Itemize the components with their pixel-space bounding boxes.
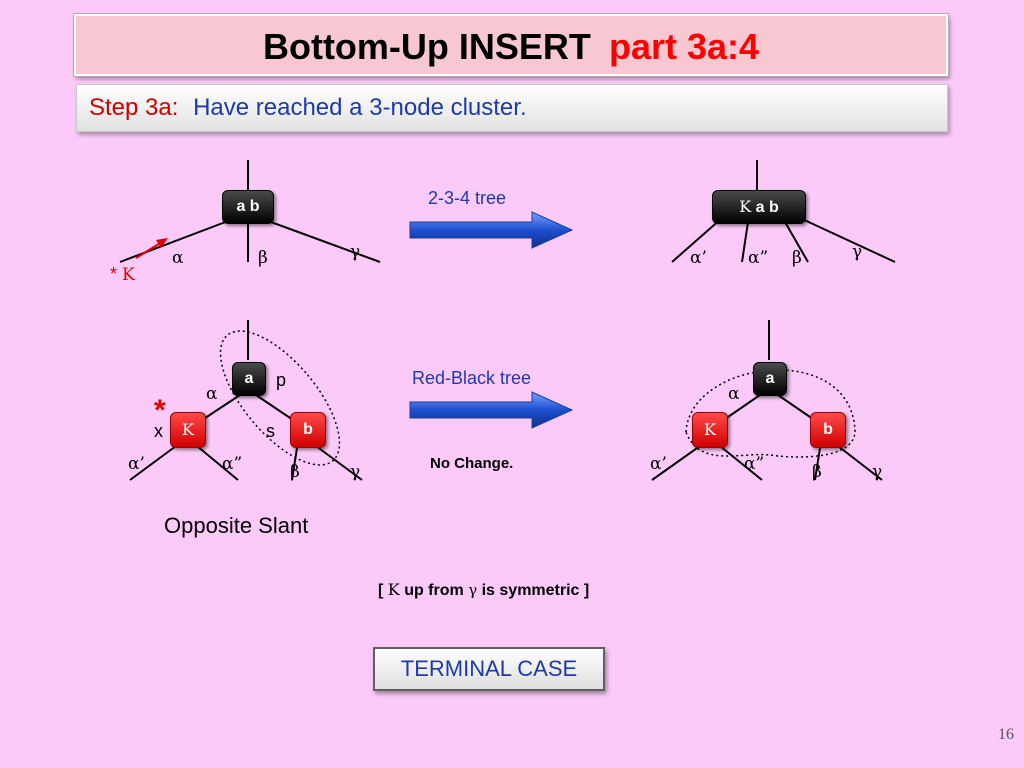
label-beta-bl: β [290, 462, 300, 482]
arrow-label-234: 2-3-4 tree [428, 188, 507, 208]
symmetric-note: [ K up from γ is symmetric ] [378, 580, 589, 600]
label-p: p [276, 370, 287, 390]
node-a-left: a [232, 362, 266, 396]
label-gamma-right: γ [852, 242, 863, 262]
label-gamma-bl: γ [350, 462, 361, 482]
insert-arrow-line [135, 241, 163, 259]
symmetric-tail: is symmetric ] [481, 582, 590, 599]
title-part: part 3a:4 [608, 26, 760, 67]
node-kappa-left: K [170, 412, 206, 448]
terminal-case-label: TERMINAL CASE [400, 656, 578, 681]
cluster-ellipse-left [219, 330, 341, 466]
node-b-left: b [290, 412, 326, 448]
label-alpha-prime-bl: α’ [128, 454, 145, 474]
title-banner: Bottom-Up INSERT part 3a:4 [74, 14, 948, 76]
label-alpha-double-prime: α” [748, 248, 769, 268]
node-kappa-right-label: K [704, 420, 716, 439]
node-kappa-left-label: K [182, 420, 194, 439]
symmetric-open: [ [378, 582, 384, 599]
node-a-left-label: a [244, 370, 254, 387]
transform-arrow-bottom [409, 391, 574, 429]
label-alpha-double-prime-bl: α” [222, 454, 243, 474]
node-b-left-label: b [303, 421, 313, 438]
node-ab: a b [222, 190, 274, 224]
label-alpha-prime: α’ [690, 248, 707, 268]
label-star: * [154, 394, 166, 427]
node-kappa-right: K [692, 412, 728, 448]
node-b-right-label: b [823, 421, 833, 438]
insert-kappa: K [122, 265, 135, 285]
label-gamma: γ [350, 242, 361, 262]
transform-arrow-top [409, 211, 574, 249]
cluster-outline-right [685, 369, 856, 458]
symmetric-gamma: γ [468, 581, 478, 599]
label-beta-br: β [812, 462, 822, 482]
insert-arrow-head [156, 238, 168, 248]
node-kab-rest: a b [755, 199, 779, 216]
insert-marker: * K [110, 264, 135, 285]
opposite-slant-caption: Opposite Slant [164, 513, 309, 538]
title-main: Bottom-Up INSERT [262, 26, 591, 67]
label-s: s [266, 421, 275, 441]
step-text: Have reached a 3-node cluster. [193, 94, 527, 121]
label-alpha-double-prime-br: α” [744, 454, 765, 474]
terminal-case-box: TERMINAL CASE [373, 647, 605, 691]
node-a-right-label: a [765, 370, 775, 387]
node-ab-label: a b [236, 198, 260, 215]
node-a-right: a [753, 362, 787, 396]
insert-star: * [110, 264, 118, 284]
step-label: Step 3a: [89, 94, 179, 121]
label-beta: β [258, 248, 268, 268]
node-kab-kappa: K [739, 197, 752, 216]
no-change-label: No Change. [430, 455, 514, 472]
step-banner: Step 3a: Have reached a 3-node cluster. [76, 84, 948, 132]
node-kab: K a b [712, 190, 806, 224]
label-alpha-prime-br: α’ [650, 454, 667, 474]
label-x: x [154, 421, 163, 441]
label-gamma-br: γ [872, 462, 883, 482]
label-beta-right: β [792, 248, 802, 268]
arrow-label-rb: Red-Black tree [412, 368, 532, 388]
symmetric-kappa: K [387, 580, 400, 599]
node-b-right: b [810, 412, 846, 448]
label-alpha-br: α [728, 384, 740, 404]
page-number: 16 [998, 726, 1014, 743]
symmetric-mid: up from [404, 582, 464, 599]
label-alpha-bl: α [206, 384, 218, 404]
label-alpha: α [172, 248, 184, 268]
